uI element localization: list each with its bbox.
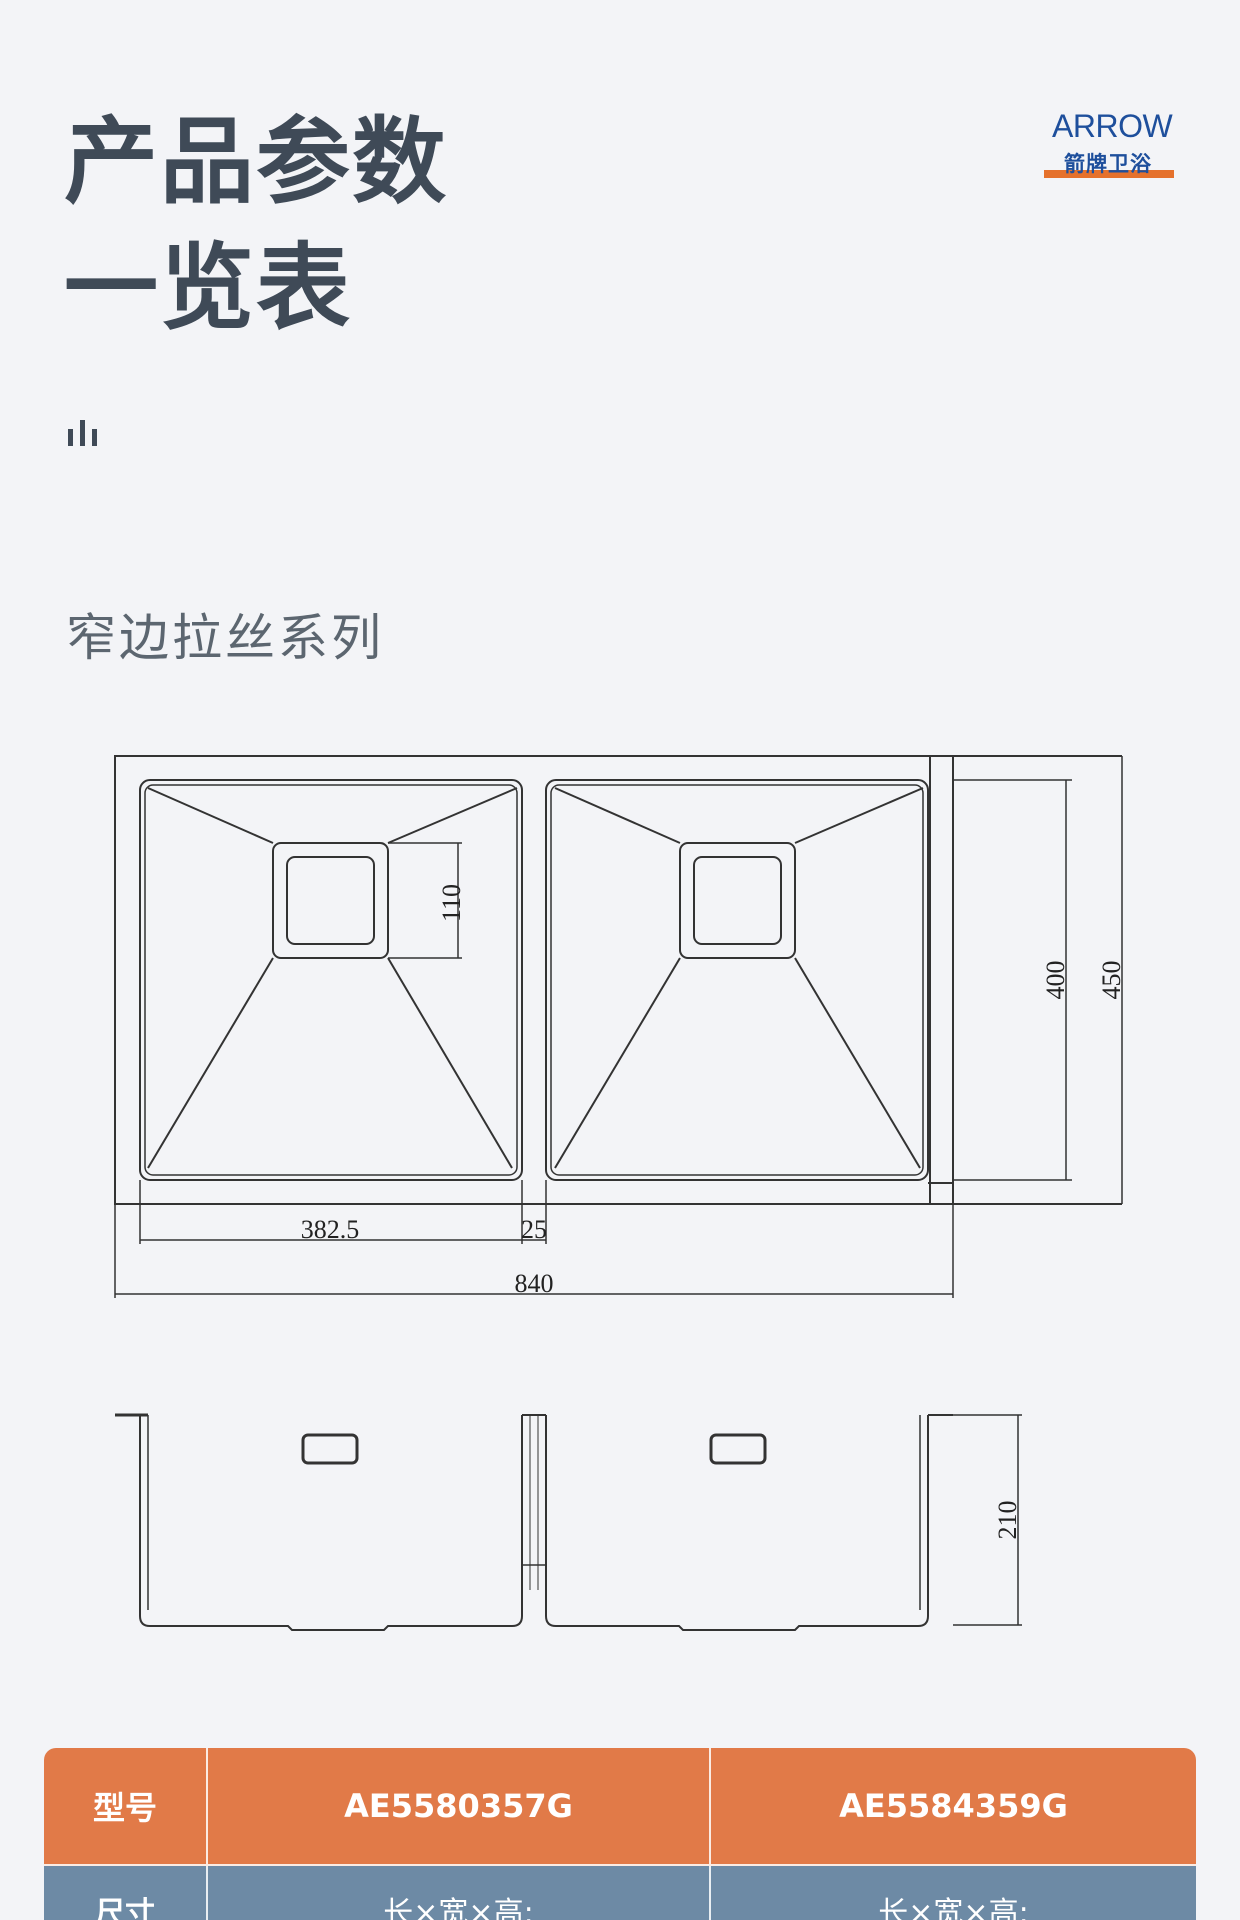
dim-25: 25	[521, 1215, 547, 1244]
left-bowl-profile	[139, 1415, 523, 1631]
dim-210: 210	[993, 1501, 1022, 1540]
table-row: 尺寸 长×宽×高: 长×宽×高:	[44, 1866, 1196, 1920]
dim-110: 110	[437, 884, 466, 922]
bar-chart-icon	[68, 420, 97, 446]
model-a: AE5580357G	[208, 1748, 711, 1864]
sink-technical-drawing: 110 400 450 382.5 25 840 210	[114, 755, 1126, 1631]
size-a: 长×宽×高:	[208, 1866, 711, 1920]
dim-840: 840	[515, 1269, 554, 1298]
right-bowl-profile	[545, 1415, 929, 1631]
header-label: 型号	[44, 1748, 208, 1864]
title-line-1: 产品参数	[64, 108, 449, 217]
row-label: 尺寸	[44, 1866, 208, 1920]
top-view: 110 400 450 382.5 25 840	[114, 755, 1126, 1298]
top-view-outline	[114, 755, 954, 1205]
size-b: 长×宽×高:	[878, 1896, 1029, 1920]
left-overflow	[301, 1433, 359, 1465]
logo-underline	[1044, 170, 1174, 178]
left-drain	[272, 842, 389, 959]
left-bowl	[139, 779, 523, 1181]
logo-english: ARROW	[1052, 108, 1173, 144]
arrow-logo: ARROW 箭牌卫浴	[1040, 108, 1180, 183]
page-title: 产品参数 一览表	[64, 100, 448, 352]
series-subtitle: 窄边拉丝系列	[66, 609, 384, 667]
dim-450: 450	[1097, 961, 1126, 1000]
logo-chinese: 箭牌卫浴	[1064, 152, 1152, 176]
right-overflow	[709, 1433, 767, 1465]
right-drain	[679, 842, 796, 959]
spec-table: 型号 AE5580357G AE5584359G 尺寸 长×宽×高: 长×宽×高…	[44, 1748, 1196, 1920]
side-view: 210	[115, 1413, 1022, 1631]
dim-382-5: 382.5	[301, 1215, 360, 1244]
dim-400: 400	[1041, 961, 1070, 1000]
model-b: AE5584359G	[839, 1787, 1068, 1825]
title-line-2: 一览表	[64, 234, 353, 343]
right-bowl	[545, 779, 929, 1181]
table-header-row: 型号 AE5580357G AE5584359G	[44, 1748, 1196, 1866]
